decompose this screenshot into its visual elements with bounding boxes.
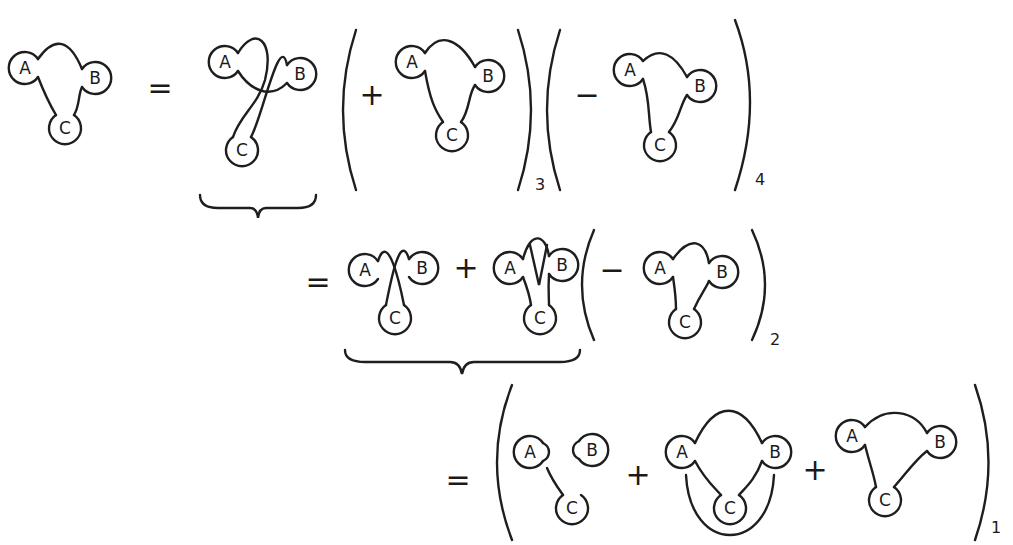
bracket [518,30,531,190]
bracket [752,230,765,340]
bracket [343,30,356,190]
knot-figure [666,411,791,535]
bracket [582,230,594,340]
knot-figure [614,53,716,161]
operator-sign: = [304,267,331,297]
subscript-number: 1 [990,520,1002,536]
strand-label: A [358,262,372,279]
bracket [497,385,512,540]
strand-label: A [653,260,667,277]
knot-figure [644,243,738,338]
strand-label: C [723,500,737,517]
operator-sign: = [444,465,471,495]
strand-label: A [218,54,232,71]
knot-figure [349,251,438,335]
operator-sign: − [573,80,600,110]
knot-figure [514,434,608,524]
strand-label: B [933,434,947,451]
strand-label: B [481,68,495,85]
underbrace [200,195,316,218]
strand-label: C [878,492,892,509]
strand-label: B [768,444,782,461]
strand-label: B [293,66,307,83]
subscript-number: 4 [754,172,766,188]
strand-label: A [405,54,419,71]
knot-figure [836,413,956,516]
subscript-number: 2 [769,332,781,348]
knot-figure [396,40,504,151]
strand-label: B [88,70,102,87]
strand-label: C [565,500,579,517]
strand-label: B [555,257,569,274]
strand-label: B [715,264,729,281]
operator-sign: + [358,80,385,110]
underbrace [345,350,580,374]
strand-label: A [675,444,689,461]
strand-label: A [523,444,537,461]
strand-label: C [653,137,667,154]
operator-sign: − [598,255,625,285]
strand-label: B [415,260,429,277]
knot-figure [209,39,316,167]
strand-label: C [388,310,402,327]
strand-label: A [503,260,517,277]
knot-figure [494,238,578,334]
knot-figure [9,44,111,145]
bracket [547,30,560,190]
operator-sign: = [146,73,173,103]
strand-label: B [693,78,707,95]
strand-label: A [845,428,859,445]
strand-label: C [235,142,249,159]
strand-label: A [18,60,32,77]
operator-sign: + [624,460,651,490]
bracket [735,20,750,190]
strand-label: C [678,314,692,331]
strand-label: C [533,310,547,327]
strand-label: C [445,127,459,144]
strand-label: A [623,62,637,79]
subscript-number: 3 [534,177,546,193]
operator-sign: + [452,253,479,283]
bracket [975,385,989,540]
operator-sign: + [801,455,828,485]
strand-label: B [585,442,599,459]
strand-label: C [58,120,72,137]
